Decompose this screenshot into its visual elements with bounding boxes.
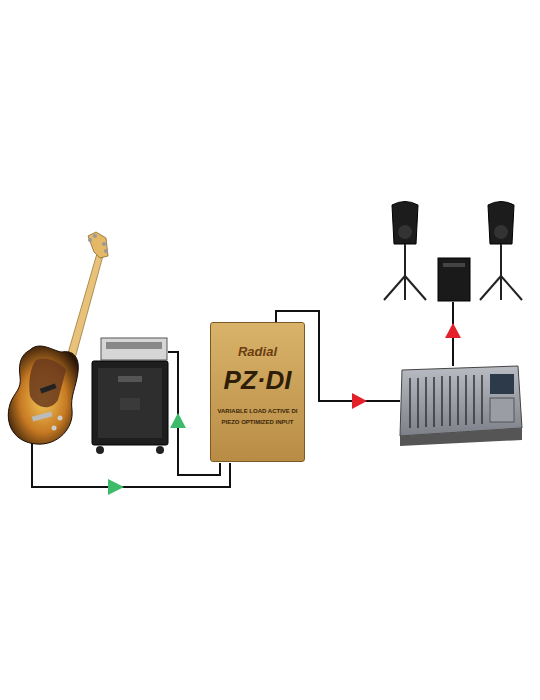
product-label: PIEZO OPTIMIZED INPUT (217, 419, 298, 426)
bass-amp (92, 338, 168, 454)
mixing-console (400, 366, 522, 446)
product-name: PZ·DI (217, 366, 298, 396)
cables (32, 302, 453, 487)
signal-arrow (352, 393, 367, 409)
signal-arrow (170, 413, 186, 428)
speaker-right (480, 202, 522, 301)
product-label: Radial (217, 345, 298, 360)
subwoofer (438, 258, 470, 301)
signal-arrow (108, 479, 124, 495)
signal-arrow (445, 323, 461, 338)
di-box: RadialPZ·DI VARIABLE LOAD ACTIVE DI PIEZO … (210, 322, 305, 462)
product-label: VARIABLE LOAD ACTIVE DI (217, 408, 298, 415)
speaker-left (384, 202, 426, 301)
